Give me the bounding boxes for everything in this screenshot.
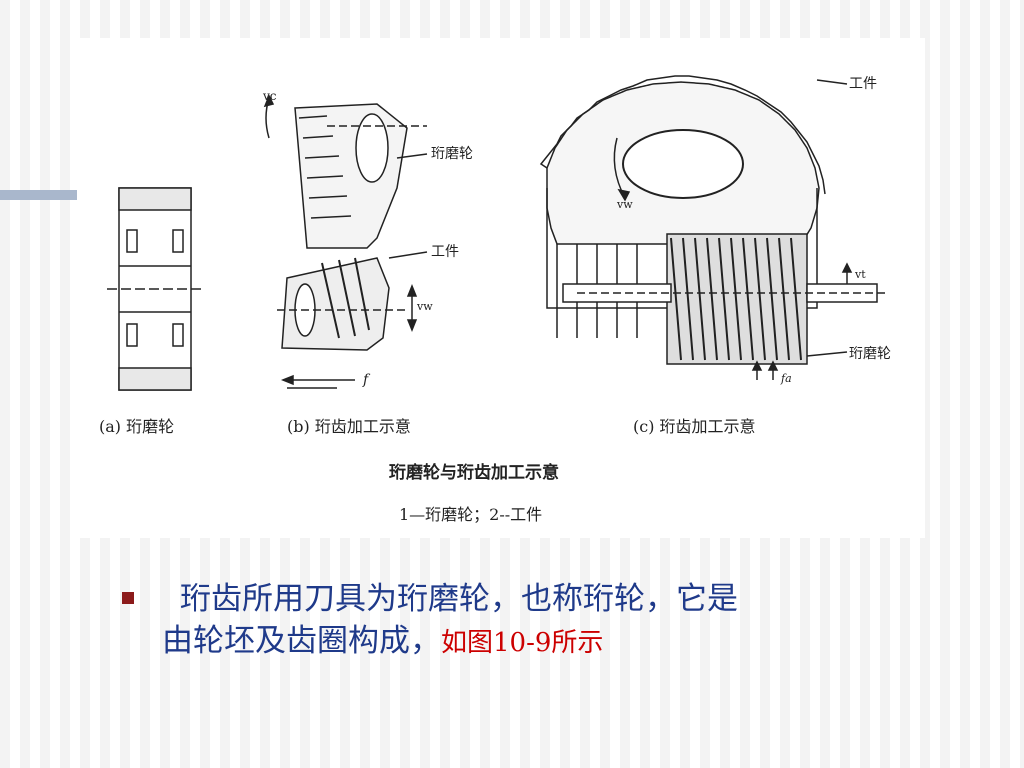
bullet-line-2-text: 由轮坯及齿圈构成， [162,623,441,659]
b-vw-label: vw [416,300,433,313]
diagram-c-honing-gear [539,75,887,380]
honing-diagram: vc 珩磨轮 工件 vw f 工件 vw vt 珩磨轮 fa (a) 珩磨轮 (… [99,75,891,524]
bullet-line-2: 由轮坯及齿圈构成，如图10-9所示 [162,620,912,664]
figure-panel: vc 珩磨轮 工件 vw f 工件 vw vt 珩磨轮 fa (a) 珩磨轮 (… [77,38,925,538]
bullet-block: 珩齿所用刀具为珩磨轮，也称珩轮，它是 由轮坯及齿圈构成，如图10-9所示 [122,578,912,664]
caption-c: (c) 珩齿加工示意 [633,417,756,436]
figure-title: 珩磨轮与珩齿加工示意 [389,462,559,483]
accent-bar [0,190,80,200]
bullet-line-1: 珩齿所用刀具为珩磨轮，也称珩轮，它是 [180,581,738,617]
b-f-label: f [362,372,371,388]
bullet-square-icon [122,592,134,604]
c-fa-label: fa [780,372,792,385]
diagram-b-honing-process [263,94,428,389]
b-vc-label: vc [262,89,277,103]
c-vt-label: vt [854,268,866,281]
diagram-a-honing-wheel [107,187,203,391]
b-workpiece-label: 工件 [431,244,459,260]
caption-a: (a) 珩磨轮 [99,417,174,436]
c-honing-wheel-label: 珩磨轮 [849,346,891,362]
c-vw-label: vw [616,198,633,211]
b-honing-wheel-label: 珩磨轮 [431,146,473,162]
caption-b: (b) 珩齿加工示意 [287,417,411,436]
figure-legend: 1—珩磨轮；2--工件 [399,505,542,524]
figure-reference: 如图10-9所示 [441,628,604,658]
c-workpiece-label: 工件 [849,76,877,92]
